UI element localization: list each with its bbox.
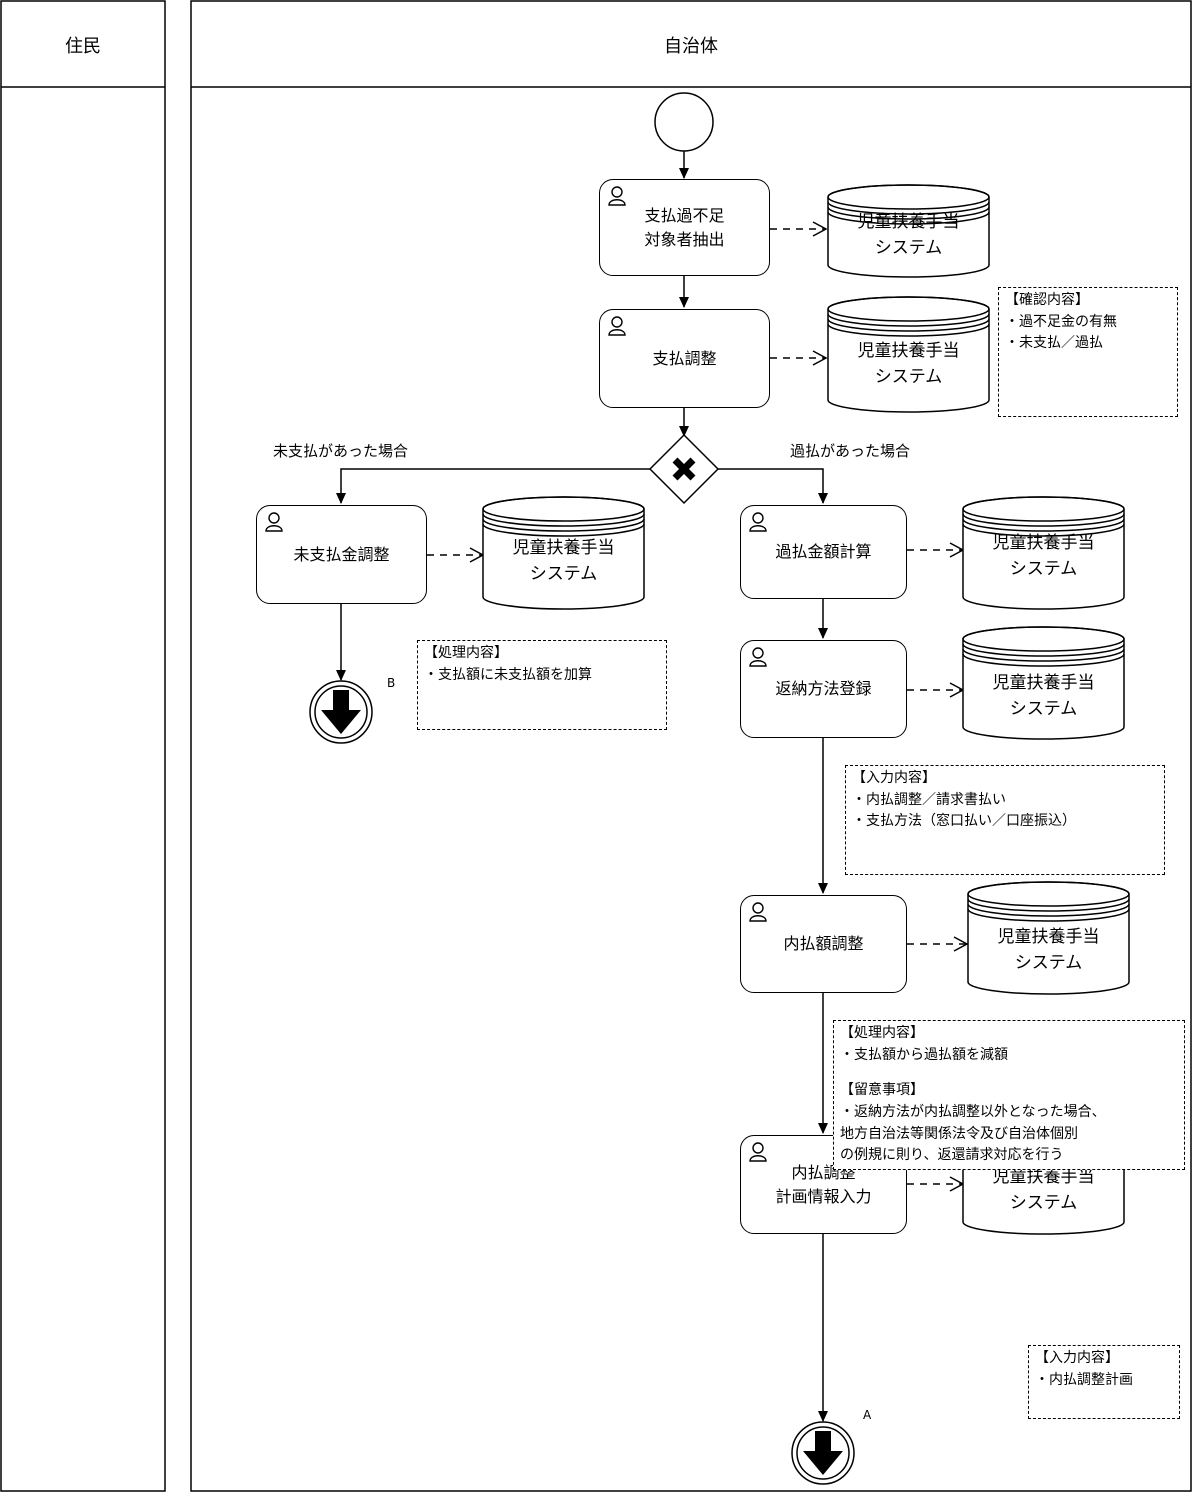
task-extract[interactable]: 支払過不足 対象者抽出 (599, 179, 770, 276)
user-icon (749, 512, 767, 532)
datastore-label: 児童扶養手当 システム (857, 341, 960, 387)
note-line: ・支払額から過払額を減額 (840, 1046, 1008, 1063)
user-icon (608, 316, 626, 336)
datastore-cylinder (482, 496, 645, 610)
exclusive-gateway (648, 433, 720, 505)
note-line: ・返納方法が内払調整以外となった場合、 (840, 1104, 1106, 1121)
data-associations (427, 221, 969, 1192)
flow-gateway-to-unpaid (336, 468, 650, 504)
task-extract-label: 支払過不足 対象者抽出 (644, 205, 725, 249)
gateway-x-icon (672, 457, 696, 481)
note-title: 【入力内容】 (852, 770, 936, 786)
note-title: 【留意事項】 (840, 1082, 924, 1099)
datastore-cylinder (827, 184, 990, 278)
start-event (654, 92, 714, 152)
task-overpaid-calc-label: 過払金額計算 (775, 542, 872, 561)
lane-resident-title: 住民 (65, 36, 101, 57)
task-internal-adjust[interactable]: 内払額調整 (740, 895, 907, 993)
note-line: の例規に則り、返還請求対応を行う (840, 1147, 1064, 1164)
datastore-label: 児童扶養手当 システム (992, 673, 1095, 719)
connector-b (309, 680, 373, 744)
task-overpaid-calc[interactable]: 過払金額計算 (740, 505, 907, 599)
datastore-cylinder (827, 296, 990, 413)
note-confirm: 【確認内容】 ・過不足金の有無 ・未支払／過払 (998, 287, 1178, 417)
connector-a (791, 1421, 855, 1485)
user-icon (608, 186, 626, 206)
connector-b-label: B (387, 676, 396, 690)
lane-municipality-title: 自治体 (664, 36, 718, 57)
user-icon (749, 647, 767, 667)
connector-a-label: A (863, 1408, 872, 1422)
note-line: ・支払額に未支払額を加算 (424, 666, 592, 683)
note-process-internal: 【処理内容】 ・支払額から過払額を減額 【留意事項】 ・返納方法が内払調整以外と… (833, 1020, 1185, 1170)
note-line: ・内払調整／請求書払い (852, 791, 1006, 808)
datastore-label: 児童扶養手当 システム (992, 533, 1095, 579)
note-input-refund: 【入力内容】 ・内払調整／請求書払い ・支払方法（窓口払い／口座振込） (845, 765, 1165, 875)
sequence-flows (336, 151, 828, 1422)
task-unpaid-adjust[interactable]: 未支払金調整 (256, 505, 427, 604)
down-arrow-icon (321, 690, 361, 734)
datastore-cylinder (962, 626, 1125, 740)
flow-gateway-to-overpaid (718, 468, 828, 504)
note-title: 【処理内容】 (840, 1025, 924, 1041)
note-process-unpaid: 【処理内容】 ・支払額に未支払額を加算 (417, 640, 667, 730)
datastore-label: 児童扶養手当 システム (857, 212, 960, 258)
note-line: ・内払調整計画 (1035, 1371, 1133, 1388)
note-title: 【確認内容】 (1005, 292, 1089, 308)
lane-municipality-border (190, 0, 1192, 1492)
user-icon (265, 512, 283, 532)
datastore-label: 児童扶養手当 システム (992, 1167, 1095, 1213)
down-arrow-icon (803, 1431, 843, 1475)
note-input-plan: 【入力内容】 ・内払調整計画 (1028, 1345, 1180, 1419)
user-icon (749, 1142, 767, 1162)
task-payment-adjust-label: 支払調整 (652, 348, 717, 368)
task-refund-register[interactable]: 返納方法登録 (740, 640, 907, 738)
lane-resident-border (0, 0, 166, 1492)
note-line: 地方自治法等関係法令及び自治体個別 (840, 1125, 1078, 1142)
note-title: 【処理内容】 (424, 645, 508, 661)
datastore-label: 児童扶養手当 システム (512, 538, 615, 584)
gateway-right-label: 過払があった場合 (790, 442, 911, 460)
datastore-label: 児童扶養手当 システム (997, 927, 1100, 973)
task-internal-adjust-label: 内払額調整 (783, 934, 864, 953)
task-payment-adjust[interactable]: 支払調整 (599, 309, 770, 408)
task-refund-register-label: 返納方法登録 (775, 679, 872, 698)
task-unpaid-adjust-label: 未支払金調整 (293, 544, 390, 564)
note-title: 【入力内容】 (1035, 1350, 1119, 1366)
datastore-cylinder (967, 881, 1130, 995)
datastore-cylinder (962, 496, 1125, 610)
note-line: ・未支払／過払 (1005, 335, 1103, 352)
note-line: ・過不足金の有無 (1005, 313, 1117, 330)
user-icon (749, 902, 767, 922)
gateway-left-label: 未支払があった場合 (273, 442, 409, 460)
note-line: ・支払方法（窓口払い／口座振込） (852, 813, 1076, 830)
